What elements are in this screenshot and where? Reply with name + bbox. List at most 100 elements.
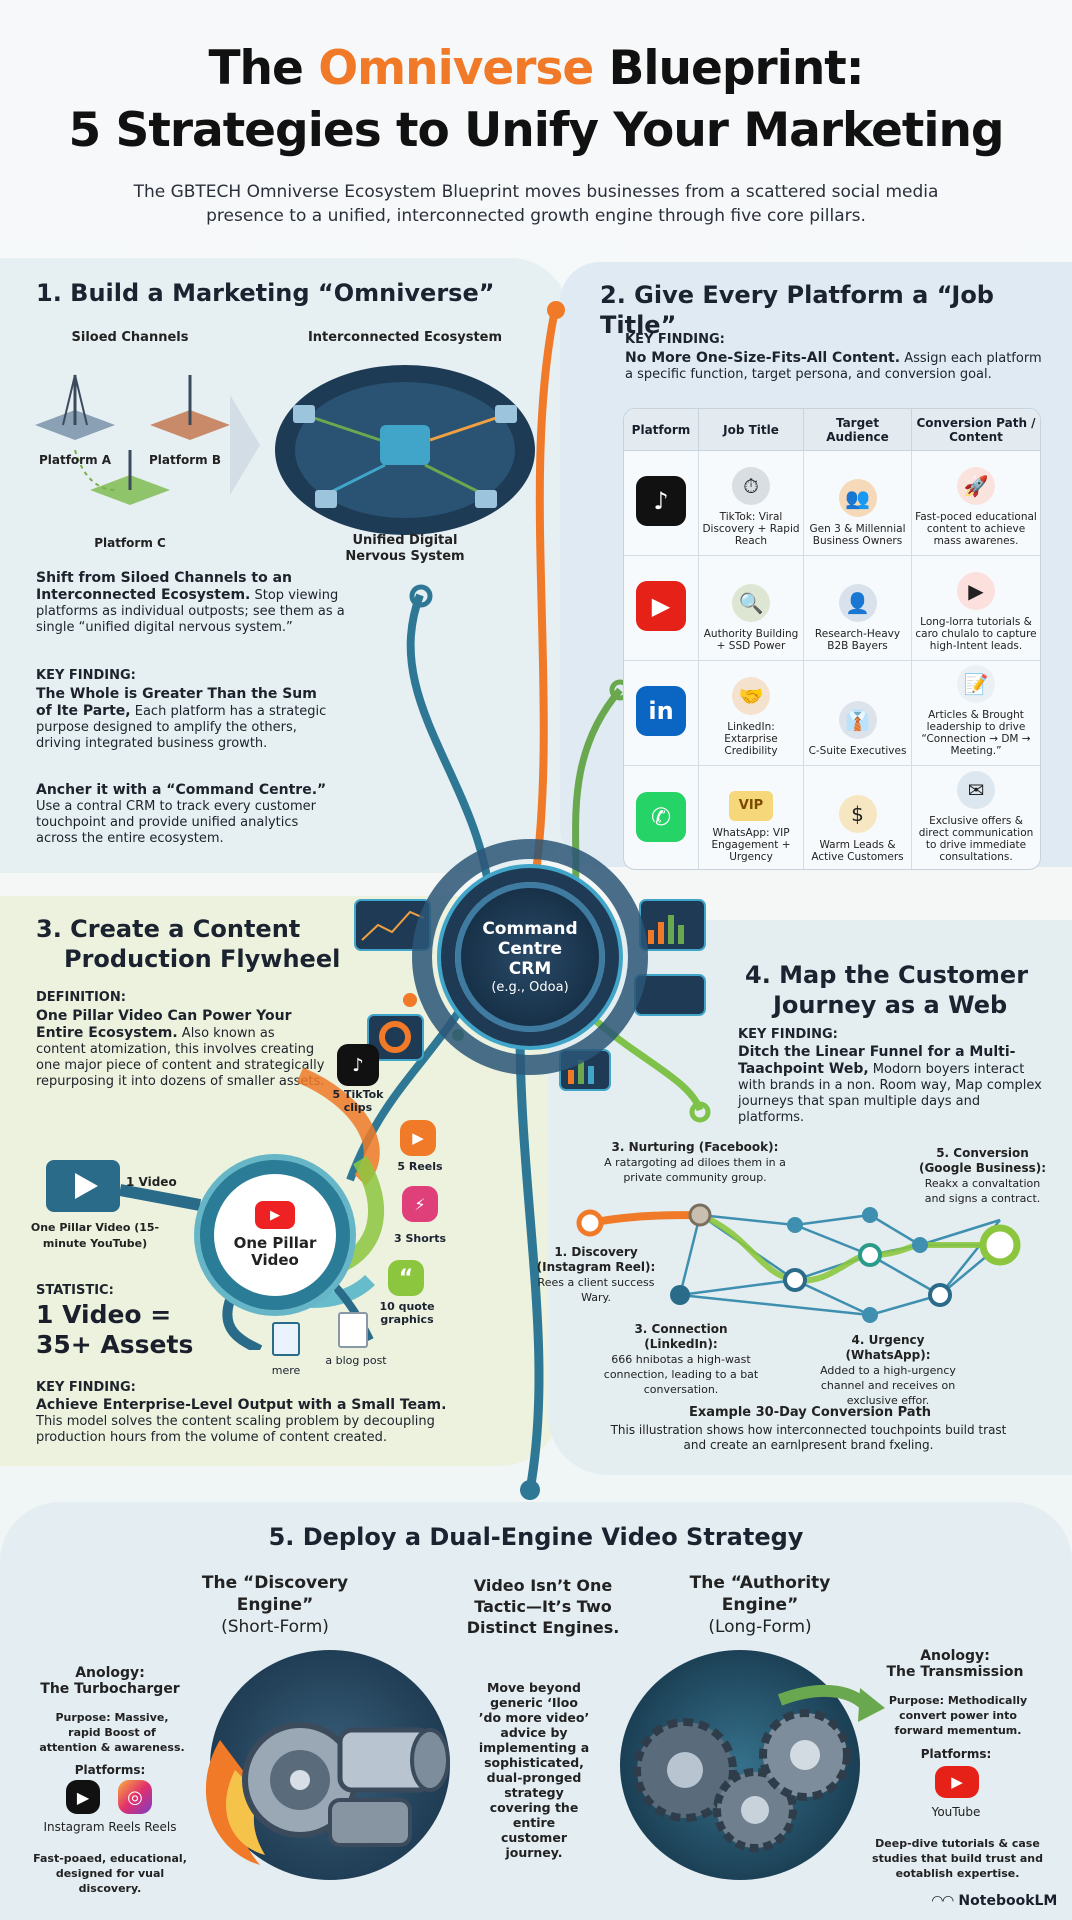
- page-title: The Omniverse Blueprint: 5 Strategies to…: [0, 38, 1072, 162]
- statistic-label: STATISTIC:: [36, 1283, 114, 1298]
- s2-kf-text: Assign each platform a specific function…: [625, 351, 1042, 382]
- right-analogy-label: Anology:: [920, 1648, 990, 1664]
- pillar-center-label: One Pillar Video: [233, 1234, 317, 1269]
- document-pen-icon: 📝: [957, 665, 995, 703]
- silo-vs-ecosystem-illustration: [35, 365, 535, 535]
- crm-line-2: Centre: [497, 938, 563, 959]
- def-text: Also known as content atomization, this …: [36, 1026, 325, 1089]
- platform-c-label: Platform C: [94, 536, 166, 550]
- statistic-line-2: 35+ Assets: [36, 1330, 194, 1359]
- platform-job-table: Platform Job Title Target Audience Conve…: [623, 408, 1041, 870]
- anchor-text: Use a contral CRM to track every custome…: [36, 799, 316, 846]
- people-icon: 👥: [838, 479, 877, 517]
- center-engines-title: Video Isn’t One Tactic—It’s Two Distinct…: [466, 1576, 620, 1637]
- gauge-icon: ⏱: [732, 467, 770, 505]
- discovery-text: Rees a client success Wary.: [537, 1276, 655, 1304]
- section-2-kf-label: KEY FINDING:: [625, 332, 725, 347]
- table-cell: ✉Exclusive offers & direct communication…: [912, 766, 1040, 869]
- youtube-play-icon: ▶: [255, 1201, 295, 1229]
- shift-text: Stop viewing platforms as individual out…: [36, 588, 345, 635]
- connection-title: 3. Connection (LinkedIn):: [634, 1322, 728, 1351]
- discovery-engine-name: The “Discovery Engine”: [201, 1573, 349, 1615]
- right-analogy-name: The Transmission: [886, 1664, 1024, 1680]
- section-5-heading: 5. Deploy a Dual-Engine Video Strategy: [268, 1523, 804, 1551]
- s4-kf-bold: Ditch the Linear Funnel for a Multi-Taac…: [738, 1044, 1016, 1077]
- page-subtitle: The GBTECH Omniverse Ecosystem Blueprint…: [133, 182, 939, 226]
- platform-a-label: Platform A: [38, 453, 112, 467]
- handshake-icon: 🤝: [732, 677, 770, 715]
- section-1-heading: 1. Build a Marketing “Omniverse”: [36, 279, 495, 307]
- table-cell: ⏱TikTok: Viral Discovery + Rapid Reach: [699, 451, 804, 556]
- quotes-label: 10 quote graphics: [379, 1300, 435, 1326]
- def-bold: One Pillar Video Can Power Your Entire E…: [36, 1008, 292, 1041]
- table-cell: 🔍Authority Building + SSD Power: [699, 556, 804, 661]
- blog-label: a blog post: [325, 1354, 387, 1367]
- left-analogy-label: Anology:: [75, 1665, 145, 1681]
- section-4-key-finding: Ditch the Linear Funnel for a Multi-Taac…: [738, 1044, 1048, 1126]
- one-pillar-video-hub: ▶ One Pillar Video: [200, 1160, 350, 1310]
- authority-engine-sub: (Long-Form): [708, 1617, 812, 1637]
- title-suffix: Blueprint:: [593, 41, 865, 96]
- urgency-step: 4. Urgency (WhatsApp): Added to a high-u…: [808, 1333, 968, 1408]
- tiktok-icon: ♪: [636, 476, 686, 526]
- reels-label: 5 Reels: [397, 1160, 443, 1173]
- shift-bold: Shift from Siloed Channels to an Interco…: [36, 570, 292, 603]
- conversion-title: 5. Conversion (Google Business):: [918, 1146, 1047, 1175]
- video-play-icon: ▶: [957, 572, 995, 610]
- connection-text: 666 hnibotas a high-wast connection, lea…: [603, 1353, 759, 1396]
- section-4-kf-label: KEY FINDING:: [738, 1027, 838, 1042]
- tiktok-clips-icon: ♪: [337, 1044, 379, 1086]
- discovery-title: 1. Discovery (Instagram Reel):: [536, 1245, 656, 1274]
- notebooklm-logo: ◠◠ NotebookLM: [932, 1893, 1057, 1909]
- table-cell: ▶Long-lorra tutorials & caro chulalo to …: [912, 556, 1040, 661]
- section-2-key-finding: No More One-Size-Fits-All Content. Assig…: [625, 350, 1045, 383]
- left-analogy-name: The Turbocharger: [40, 1681, 180, 1697]
- example-path-text: This illustration shows how interconnect…: [610, 1423, 1007, 1452]
- statistic-value: 1 Video = 35+ Assets: [36, 1300, 193, 1360]
- pillar-caption: One Pillar Video (15-minute YouTube): [30, 1221, 160, 1250]
- s4-heading-line-1: 4. Map the Customer: [745, 961, 1029, 989]
- authority-engine-title: The “Authority Engine” (Long-Form): [655, 1572, 865, 1638]
- crm-line-1: Command: [482, 918, 578, 939]
- turbocharger-graphic: [205, 1722, 450, 1865]
- section-4-heading: 4. Map the Customer Journey as a Web: [745, 960, 1028, 1020]
- ecosystem-label: Interconnected Ecosystem: [307, 330, 503, 345]
- section-2-heading: 2. Give Every Platform a “Job Title”: [600, 281, 994, 339]
- authority-engine-name: The “Authority Engine”: [689, 1573, 831, 1615]
- rocket-icon: 🚀: [957, 467, 995, 505]
- nurturing-title: 3. Nurturing (Facebook):: [611, 1140, 779, 1154]
- discovery-engine-title: The “Discovery Engine” (Short-Form): [170, 1572, 380, 1638]
- table-cell: $Warm Leads & Active Customers: [804, 766, 912, 869]
- section-3-definition: One Pillar Video Can Power Your Entire E…: [36, 1008, 326, 1090]
- title-line-2: 5 Strategies to Unify Your Marketing: [68, 103, 1004, 158]
- whatsapp-icon: ✆: [636, 791, 686, 842]
- left-purpose: Purpose: Massive, rapid Boost of attenti…: [39, 1711, 185, 1754]
- table-cell: 👤Research-Heavy B2B Bayers: [804, 556, 912, 661]
- table-row-youtube-platform: ▶: [624, 556, 699, 661]
- customer-journey-web: [576, 1203, 1021, 1323]
- s3-heading-line-2: Production Flywheel: [64, 945, 341, 973]
- youtube-engine-icon: ▶: [935, 1766, 979, 1798]
- conversion-step: 5. Conversion (Google Business): Reakx a…: [915, 1146, 1050, 1206]
- platform-b-label: Platform B: [149, 453, 221, 467]
- nurturing-text: A ratargoting ad diloes them in a privat…: [604, 1156, 786, 1184]
- notebooklm-brand: NotebookLM: [958, 1893, 1058, 1909]
- s1-kf-text: Each platform has a strategic purpose de…: [36, 704, 327, 751]
- crm-line-4: (e.g., Odoa): [491, 979, 569, 995]
- section-5-panel: [0, 1502, 1072, 1920]
- unified-label: Unified Digital Nervous System: [345, 533, 465, 564]
- table-cell: 👥Gen 3 & Millennial Business Owners: [804, 451, 912, 556]
- magnifier-icon: 🔍: [732, 584, 770, 622]
- table-row-tiktok-platform: ♪: [624, 451, 699, 556]
- section-3-heading: 3. Create a Content Production Flywheel: [36, 914, 340, 974]
- envelope-icon: ✉: [957, 771, 995, 809]
- crm-line-3: CRM: [508, 958, 552, 979]
- tiktok-clips-label: 5 TikTok clips: [332, 1088, 384, 1114]
- example-path-title: Example 30-Day Conversion Path: [688, 1405, 932, 1420]
- right-platforms: YouTube: [931, 1805, 981, 1819]
- shorts-icon: ⚡: [402, 1186, 438, 1222]
- title-accent: Omniverse: [318, 41, 594, 96]
- col-target-audience: Target Audience: [804, 409, 912, 451]
- table-row-linkedin-platform: in: [624, 661, 699, 766]
